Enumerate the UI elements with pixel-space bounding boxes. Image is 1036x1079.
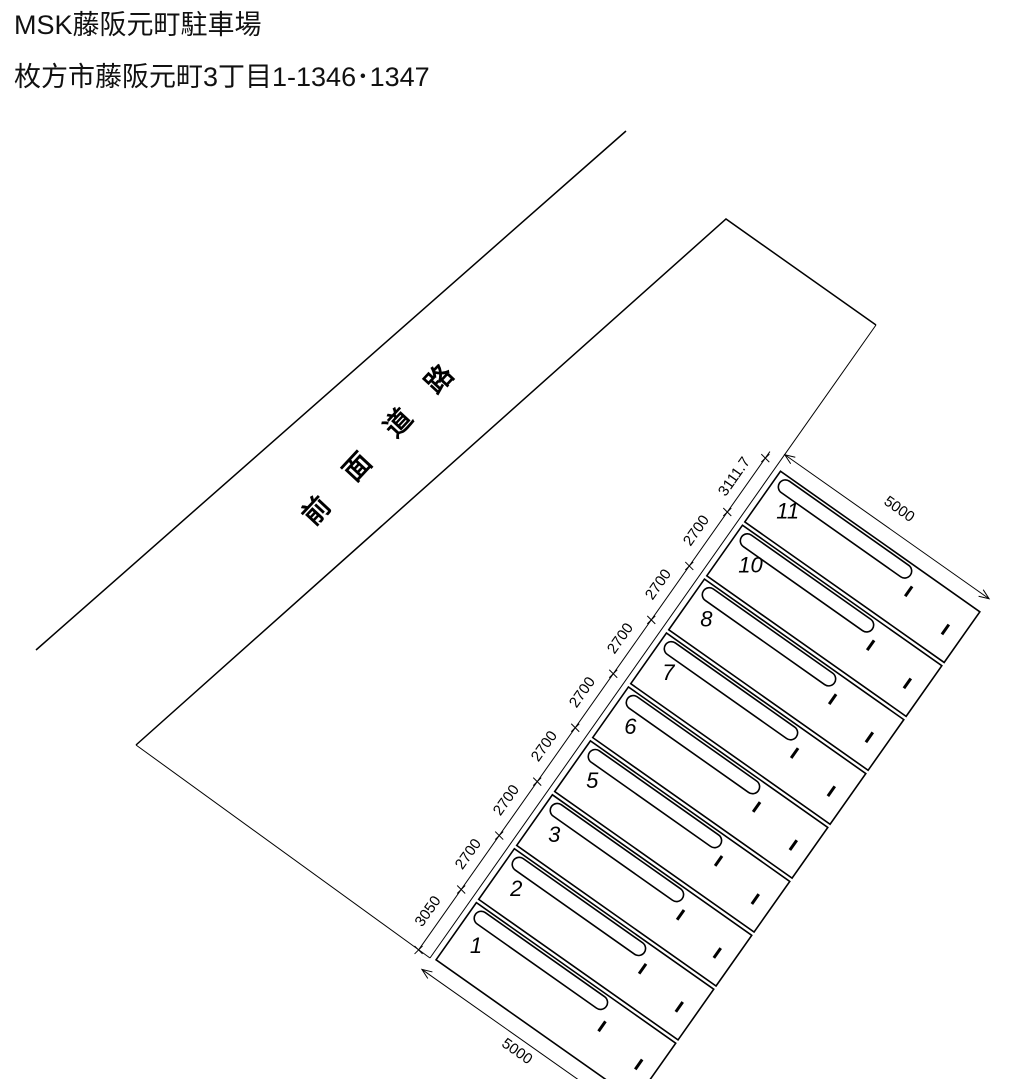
stall-mark [864, 731, 875, 744]
dimension-label: 3050 [411, 893, 444, 930]
stall-mark [637, 963, 648, 975]
dimension-tick [722, 507, 732, 517]
stall-mark [903, 585, 914, 598]
stall-mark [675, 909, 686, 921]
wheel-stopper [663, 640, 799, 741]
depth-arrow [978, 589, 991, 600]
stall-number: 8 [700, 606, 713, 631]
parking-stall [434, 901, 677, 1079]
depth-dimension-label: 5000 [881, 493, 918, 526]
wheel-stopper [473, 910, 609, 1011]
dimension-label: 3111.7 [715, 454, 754, 499]
stall-mark [712, 947, 722, 959]
parking-stall [591, 685, 829, 880]
dimension-tick [456, 885, 466, 894]
parking-stall [629, 631, 867, 826]
lot-address: 枚方市藤阪元町3丁目1-1346･1347 [14, 62, 430, 92]
stall-mark [788, 839, 799, 851]
stall-mark [826, 785, 837, 797]
road-label-char: 前 [296, 490, 338, 532]
wheel-stopper [511, 856, 647, 957]
dimension-label: 2700 [642, 566, 675, 603]
depth-arrow [420, 968, 433, 979]
wheel-stopper [777, 479, 913, 579]
stall-mark [865, 639, 876, 652]
stall-number: 7 [662, 660, 675, 685]
stall-mark [827, 693, 838, 705]
parking-stall [667, 577, 905, 772]
stall-mark [750, 893, 760, 905]
dimension-label: 2700 [566, 674, 599, 711]
parking-stall [477, 847, 715, 1042]
lot-boundary-line [135, 744, 431, 959]
stall-mark [634, 1058, 644, 1071]
parking-stall [515, 793, 753, 988]
dimension-tick [608, 669, 618, 679]
stall-mark [940, 623, 951, 636]
stall-number: 11 [776, 498, 799, 523]
stall-number: 6 [624, 714, 637, 739]
stall-mark [789, 747, 800, 759]
dimension-line [418, 451, 771, 951]
road-label-char: 道 [377, 402, 419, 444]
dimension-tick [684, 561, 694, 571]
wheel-stopper [587, 748, 723, 849]
dimension-tick [760, 453, 770, 463]
stall-number: 10 [738, 552, 763, 577]
parking-stall [705, 524, 943, 718]
wheel-stopper [549, 802, 685, 903]
depth-dimension-line [784, 454, 990, 600]
dimension-label: 2700 [528, 728, 561, 765]
dimension-label: 2700 [604, 620, 637, 657]
dimension-label: 2700 [680, 512, 713, 549]
stall-number: 2 [509, 876, 522, 901]
stall-number: 3 [548, 822, 561, 847]
parking-stall [553, 739, 791, 934]
wheel-stopper [701, 586, 837, 687]
road-label-char: 路 [418, 358, 460, 400]
dimension-tick [494, 831, 504, 840]
stall-mark [597, 1020, 607, 1033]
depth-dimension-label: 5000 [498, 1035, 535, 1068]
stall-mark [751, 801, 762, 813]
road-label-char: 面 [337, 447, 378, 488]
parking-stall [743, 470, 981, 664]
dimension-label: 2700 [490, 782, 523, 819]
stall-number: 5 [586, 768, 599, 793]
stall-number: 1 [470, 933, 482, 958]
depth-arrow [783, 453, 796, 465]
stall-front-line [429, 324, 877, 959]
wheel-stopper [625, 694, 761, 795]
road-edge-far [35, 130, 627, 651]
stall-mark [902, 677, 913, 690]
lot-name: MSK藤阪元町駐車場 [14, 10, 262, 40]
dimension-tick [532, 777, 542, 786]
stall-mark [674, 1001, 684, 1013]
dimension-tick [646, 615, 656, 625]
dimension-label: 2700 [452, 836, 485, 873]
wheel-stopper [739, 533, 875, 633]
dimension-tick [570, 723, 580, 733]
road-edge-near [135, 218, 877, 746]
depth-dimension-line [421, 969, 579, 1079]
dimension-tick [414, 945, 423, 955]
stall-mark [713, 855, 724, 867]
